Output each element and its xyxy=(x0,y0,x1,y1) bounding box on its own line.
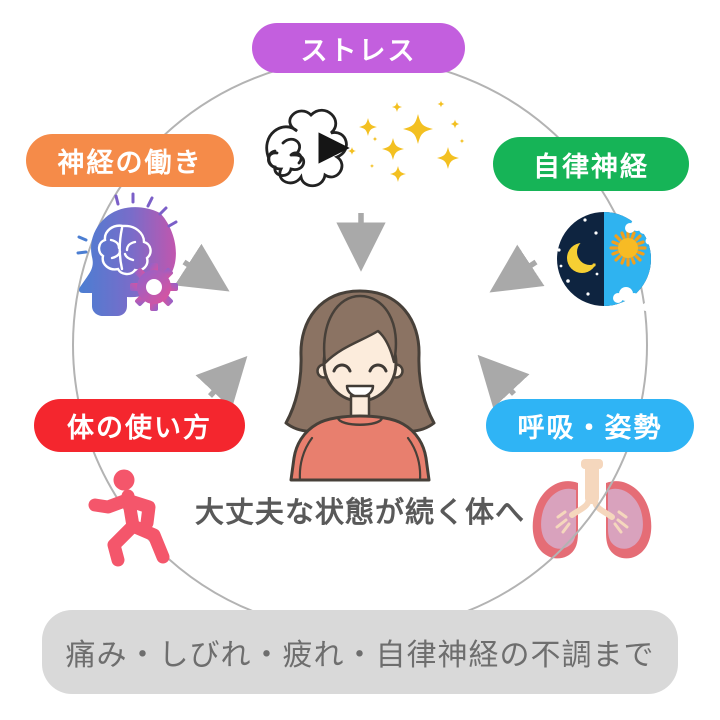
arm-seams xyxy=(298,436,422,482)
node-nerve-function: 神経の働き xyxy=(26,134,234,187)
node-breathing-posture-label: 呼吸・姿勢 xyxy=(517,413,663,443)
lungs-icon xyxy=(532,459,652,559)
node-body-usage-label: 体の使い方 xyxy=(67,413,212,443)
node-body-usage: 体の使い方 xyxy=(34,399,245,452)
arrow-from-breath xyxy=(477,354,530,409)
node-nerve-function-label: 神経の働き xyxy=(57,148,203,178)
head-brain-gear-icon xyxy=(76,192,178,316)
bottom-banner-label: 痛み・しびれ・疲れ・自律神経の不調まで xyxy=(65,639,655,672)
node-breathing-posture: 呼吸・姿勢 xyxy=(486,399,694,452)
node-stress: ストレス xyxy=(252,23,465,73)
moon-icon xyxy=(567,239,603,273)
gear-icon xyxy=(130,263,178,311)
bangs xyxy=(322,294,398,365)
center-caption: 大丈夫な状態が続く体へ xyxy=(194,497,525,529)
arrow-from-autonomic xyxy=(489,244,545,293)
sun-icon xyxy=(609,229,647,267)
bottom-banner: 痛み・しびれ・疲れ・自律神経の不調まで xyxy=(42,610,678,694)
clouds xyxy=(613,219,658,311)
eyes xyxy=(332,363,388,373)
arrow-from-nerve xyxy=(174,243,230,292)
arrow-from-body xyxy=(195,355,248,410)
node-autonomic-nerve: 自律神経 xyxy=(493,137,689,191)
night-stars xyxy=(557,218,599,302)
running-person-icon xyxy=(88,469,170,567)
collar xyxy=(336,416,384,426)
day-night-cycle-icon xyxy=(557,212,658,311)
smiling-woman-illustration xyxy=(284,289,436,482)
node-stress-label: ストレス xyxy=(300,35,417,66)
sparkles-icon xyxy=(348,100,465,182)
shirt xyxy=(289,414,431,482)
center-arrows xyxy=(174,213,545,410)
node-autonomic-nerve-label: 自律神経 xyxy=(533,151,649,182)
